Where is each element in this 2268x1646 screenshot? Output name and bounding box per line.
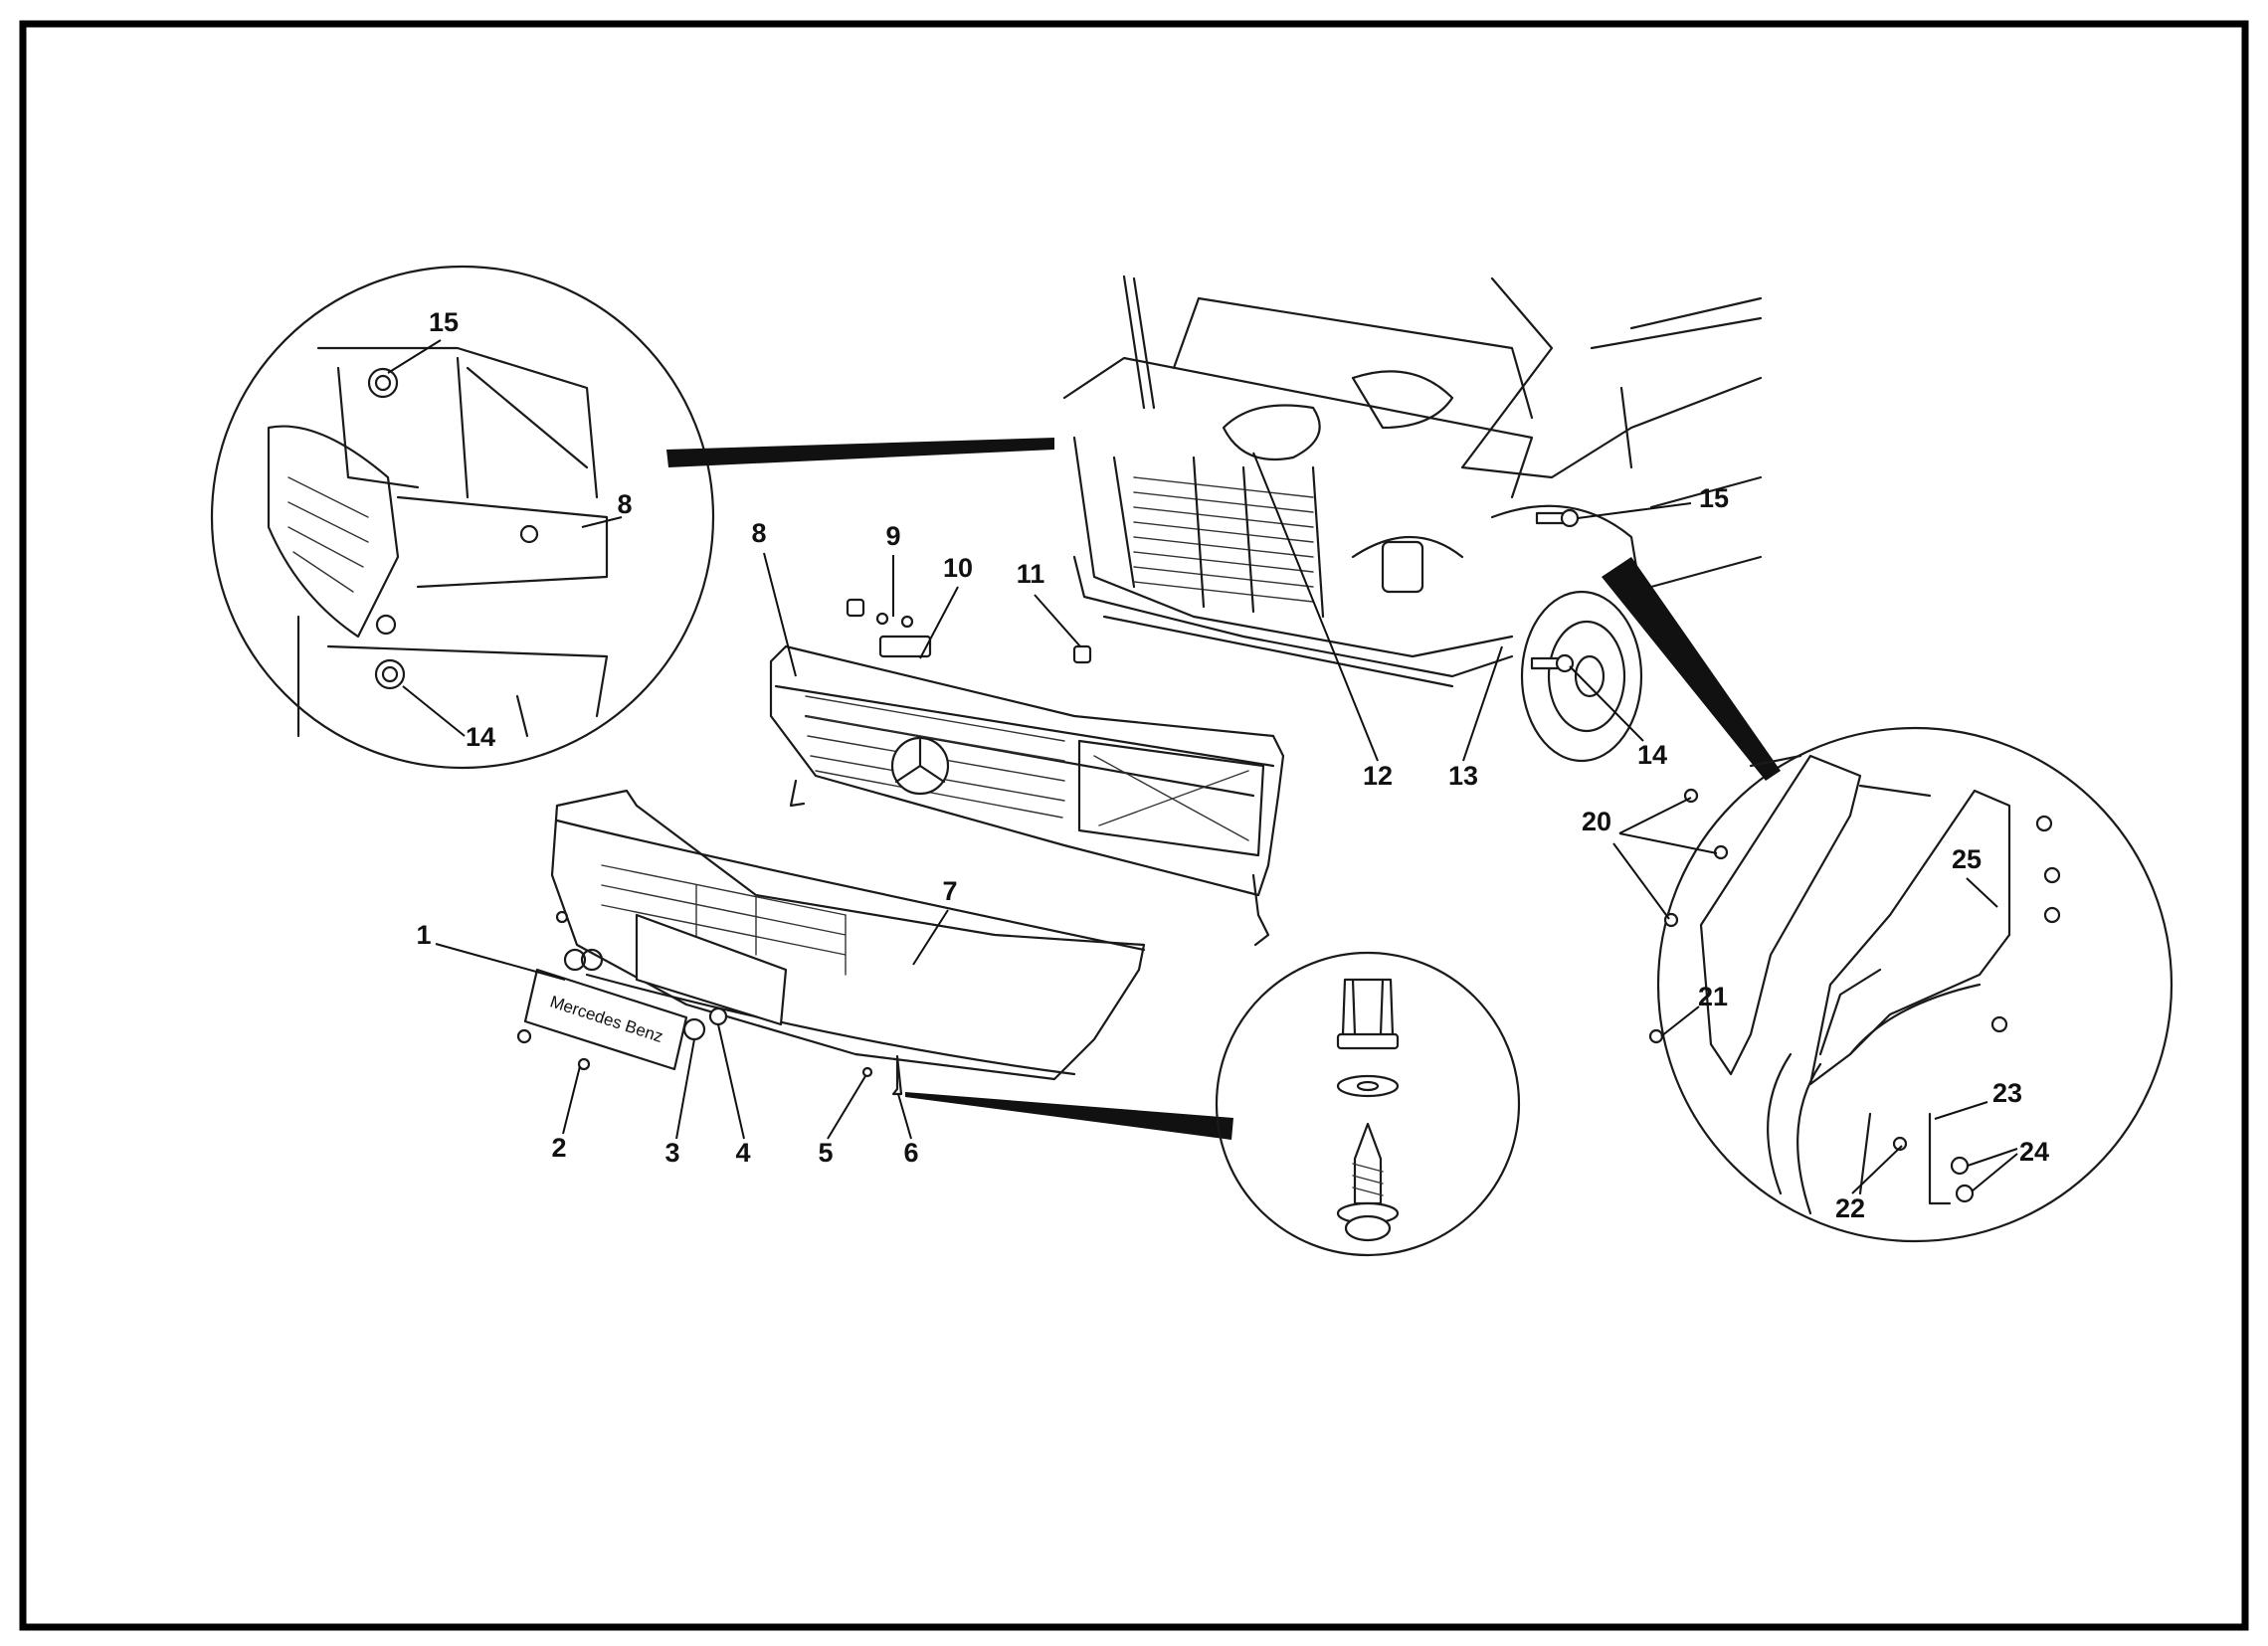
callout-label-21: 21 bbox=[1698, 982, 1728, 1011]
callout-labels: 1 2 3 4 5 6 7 8 9 10 11 12 13 14 15 20 2… bbox=[416, 307, 2049, 1223]
detail-label-8: 8 bbox=[617, 489, 632, 519]
callout-label-10: 10 bbox=[943, 553, 973, 583]
bolt-15-icon bbox=[1535, 508, 1580, 528]
callout-label-11: 11 bbox=[1017, 559, 1045, 589]
detail-circle-fender bbox=[1602, 557, 2174, 1243]
leader-lines bbox=[387, 339, 2018, 1194]
callout-label-6: 6 bbox=[903, 1138, 918, 1168]
callout-label-3: 3 bbox=[664, 1138, 679, 1168]
callout-label-1: 1 bbox=[416, 920, 431, 950]
callout-label-12: 12 bbox=[1363, 761, 1393, 791]
callout-label-8: 8 bbox=[751, 518, 766, 548]
front-bumper: Mercedes Benz bbox=[516, 789, 1233, 1140]
bolt-14-icon bbox=[1530, 653, 1575, 673]
detail-circle-frame-mount bbox=[210, 265, 1054, 770]
radiator-grille bbox=[769, 598, 1285, 947]
callout-label-14: 14 bbox=[1637, 740, 1667, 770]
callout-label-24: 24 bbox=[2019, 1137, 2049, 1167]
callout-label-23: 23 bbox=[1992, 1078, 2022, 1108]
callout-label-20: 20 bbox=[1582, 807, 1611, 836]
detail-label-14: 14 bbox=[466, 722, 495, 752]
callout-label-13: 13 bbox=[1448, 761, 1478, 791]
callout-label-15: 15 bbox=[1699, 483, 1729, 513]
callout-label-4: 4 bbox=[735, 1138, 750, 1168]
vehicle-front-view bbox=[1062, 274, 1763, 763]
callout-label-5: 5 bbox=[818, 1138, 833, 1168]
detail-circle-fastener bbox=[1215, 951, 1521, 1257]
callout-label-25: 25 bbox=[1952, 844, 1982, 874]
callout-label-22: 22 bbox=[1835, 1193, 1865, 1223]
callout-label-2: 2 bbox=[551, 1133, 566, 1163]
diagram-frame bbox=[19, 20, 2249, 1631]
callout-label-7: 7 bbox=[942, 876, 957, 906]
callout-label-9: 9 bbox=[885, 521, 900, 551]
detail-label-15: 15 bbox=[429, 307, 459, 337]
